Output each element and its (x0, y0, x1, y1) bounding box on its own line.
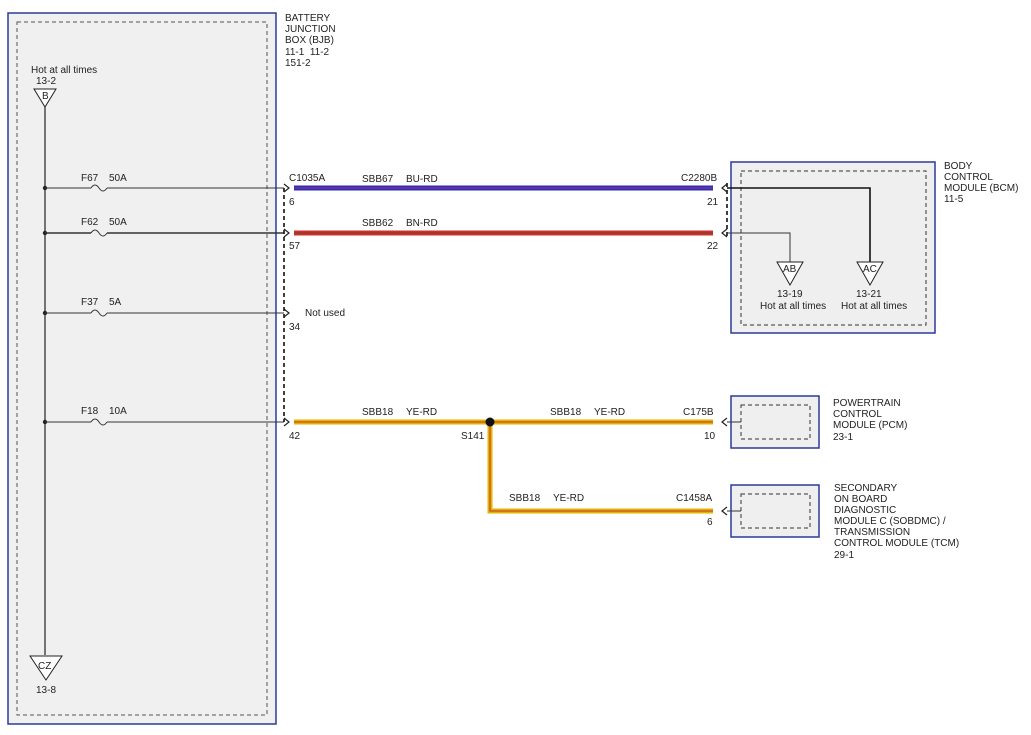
svg-text:SECONDARY: SECONDARY (834, 483, 897, 494)
bottom-terminal-letter: CZ (38, 661, 51, 672)
svg-text:MODULE (BCM): MODULE (BCM) (944, 183, 1018, 194)
tcm-connector-name: C1458A (676, 493, 712, 504)
circuit-color-bn-rd: BN-RD (406, 218, 438, 229)
fuse-rating: 5A (109, 297, 122, 308)
tcm-connector-arrow (721, 506, 728, 516)
fuse-id: F67 (81, 173, 99, 184)
pcm-pin: 10 (704, 431, 716, 442)
top-terminal-triangle-icon (33, 88, 57, 108)
circuit-label-sbb62: SBB62 (362, 218, 394, 229)
bcm-internal-wire-22 (727, 232, 791, 262)
circuit-color-ye-rd-a: YE-RD (406, 407, 437, 418)
bottom-terminal-triangle-icon (29, 655, 63, 681)
svg-text:BODY: BODY (944, 161, 973, 172)
fuse-id: F37 (81, 297, 99, 308)
svg-text:CONTROL MODULE (TCM): CONTROL MODULE (TCM) (834, 538, 959, 549)
bcm-pin-21: 21 (707, 197, 719, 208)
bjb-label-line-2: JUNCTION (285, 24, 336, 35)
bcm-connector-name: C2280B (681, 173, 717, 184)
bjb-connector-arrows (283, 183, 290, 427)
bcm-terminal-ab-letter: AB (783, 264, 797, 275)
bcm-outline (730, 161, 936, 334)
wire-sbb18-ye-rd-branch (487, 422, 713, 514)
pcm-connector-arrow (721, 417, 728, 427)
fuse-icon (90, 184, 108, 192)
bcm-terminal-ac-letter: AC (863, 264, 877, 275)
svg-text:MODULE C (SOBDMC) /: MODULE C (SOBDMC) / (834, 516, 946, 527)
not-used-label: Not used (305, 308, 345, 319)
svg-text:ON BOARD: ON BOARD (834, 494, 887, 505)
splice-label: S141 (461, 431, 485, 442)
bcm-terminal-ac-ref: 13-21 (856, 289, 882, 300)
bjb-pin-34: 34 (289, 322, 301, 333)
fuse-row-f67: F67 50A (42, 173, 284, 192)
svg-text:DIAGNOSTIC: DIAGNOSTIC (834, 505, 896, 516)
bjb-refs-2: 151-2 (285, 58, 311, 69)
bcm-pin-22: 22 (707, 241, 719, 252)
bcm-terminal-ac-label: Hot at all times (841, 301, 907, 312)
fuse-icon (90, 418, 108, 426)
pcm-label: POWERTRAIN CONTROL MODULE (PCM) 23-1 (833, 398, 907, 443)
bjb-label-line-1: BATTERY (285, 13, 331, 24)
tcm-label: SECONDARY ON BOARD DIAGNOSTIC MODULE C (… (834, 483, 959, 561)
bjb-pin-57: 57 (289, 241, 301, 252)
fuse-icon (90, 309, 108, 317)
svg-text:11-5: 11-5 (944, 194, 964, 205)
bcm-connector-arrows (721, 183, 728, 238)
tcm-pin: 6 (707, 517, 713, 528)
fuse-rating: 50A (109, 217, 127, 228)
svg-text:TRANSMISSION: TRANSMISSION (834, 527, 910, 538)
bcm-internal-wire-21 (727, 187, 871, 262)
svg-text:23-1: 23-1 (833, 432, 853, 443)
fuse-id: F62 (81, 217, 99, 228)
tcm-outline (730, 484, 820, 538)
pcm-connector-name: C175B (683, 407, 714, 418)
bjb-pin-42: 42 (289, 431, 301, 442)
fuse-rating: 50A (109, 173, 127, 184)
fuse-rating: 10A (109, 406, 127, 417)
bjb-connector-name: C1035A (289, 173, 325, 184)
svg-text:29-1: 29-1 (834, 550, 854, 561)
circuit-color-ye-rd-c: YE-RD (553, 493, 584, 504)
svg-text:CONTROL: CONTROL (944, 172, 993, 183)
bjb-hot-ref: 13-2 (36, 76, 56, 87)
bcm-terminal-ab-label: Hot at all times (760, 301, 826, 312)
bjb-label-line-3: BOX (BJB) (285, 35, 334, 46)
circuit-color-ye-rd-b: YE-RD (594, 407, 625, 418)
bjb-pin-6: 6 (289, 197, 295, 208)
bjb-hot-label: Hot at all times (31, 65, 97, 76)
circuit-label-sbb18-b: SBB18 (550, 407, 582, 418)
top-terminal-letter: B (42, 91, 49, 102)
circuit-label-sbb67: SBB67 (362, 174, 394, 185)
bjb-label: BATTERY JUNCTION BOX (BJB) 11-1 11-2 151… (285, 13, 336, 69)
bjb-outline (7, 12, 277, 725)
bottom-terminal-ref: 13-8 (36, 685, 56, 696)
bjb-inner-dashed (16, 21, 268, 716)
fuse-row-f37: F37 5A (42, 297, 284, 317)
svg-text:CONTROL: CONTROL (833, 409, 882, 420)
splice-dot (485, 417, 495, 427)
svg-text:MODULE (PCM): MODULE (PCM) (833, 420, 907, 431)
bcm-terminal-ab-icon (776, 261, 804, 287)
circuit-label-sbb18-c: SBB18 (509, 493, 541, 504)
fuse-id: F18 (81, 406, 99, 417)
bjb-refs-1: 11-1 11-2 (285, 47, 330, 58)
circuit-label-sbb18-a: SBB18 (362, 407, 394, 418)
fuse-row-f62: F62 50A (42, 217, 284, 237)
fuse-icon (90, 229, 108, 237)
bcm-inner-dashed (740, 170, 927, 326)
bcm-terminal-ab-ref: 13-19 (777, 289, 803, 300)
bcm-label: BODY CONTROL MODULE (BCM) 11-5 (944, 161, 1018, 205)
bcm-terminal-ac-icon (856, 261, 884, 287)
fuse-row-f18: F18 10A (42, 406, 284, 426)
pcm-outline (730, 395, 820, 449)
circuit-color-bu-rd: BU-RD (406, 174, 438, 185)
svg-text:POWERTRAIN: POWERTRAIN (833, 398, 901, 409)
